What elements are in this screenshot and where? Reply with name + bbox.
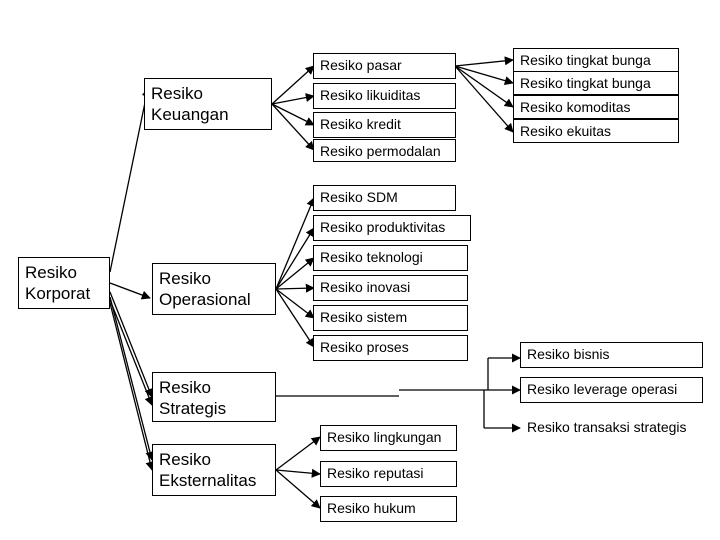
node-resiko-operasional: Resiko Operasional (152, 263, 276, 315)
node-resiko-produktivitas: Resiko produktivitas (313, 215, 471, 241)
arrow-root-keuangan (109, 87, 151, 273)
node-resiko-likuiditas: Resiko likuiditas (313, 83, 456, 109)
node-resiko-eksternalitas: Resiko Eksternalitas (152, 444, 276, 496)
node-resiko-lingkungan: Resiko lingkungan (320, 425, 457, 451)
node-resiko-korporat: Resiko Korporat (18, 257, 110, 309)
node-resiko-leverage-operasi: Resiko leverage operasi (520, 377, 703, 403)
node-resiko-hukum: Resiko hukum (320, 496, 457, 522)
arrow-root-operasional (109, 282, 151, 300)
node-resiko-kredit: Resiko kredit (313, 112, 456, 138)
node-resiko-tingkat-bunga-2: Resiko tingkat bunga (513, 71, 679, 95)
node-resiko-inovasi: Resiko inovasi (313, 275, 468, 301)
arrow-root-eksternalitas-2 (109, 302, 155, 471)
node-resiko-ekuitas: Resiko ekuitas (513, 119, 679, 143)
node-resiko-teknologi: Resiko teknologi (313, 245, 468, 271)
node-resiko-sistem: Resiko sistem (313, 305, 468, 331)
node-resiko-reputasi: Resiko reputasi (320, 461, 457, 487)
node-resiko-proses: Resiko proses (313, 335, 468, 361)
node-resiko-bisnis: Resiko bisnis (520, 342, 703, 368)
node-resiko-keuangan: Resiko Keuangan (144, 78, 272, 130)
node-resiko-transaksi-strategis: Resiko transaksi strategis (527, 419, 687, 435)
arrow-root-strategis-2 (109, 299, 154, 406)
node-resiko-sdm: Resiko SDM (313, 185, 456, 211)
node-resiko-pasar: Resiko pasar (313, 53, 456, 79)
arrow-root-eksternalitas (109, 296, 155, 461)
arrow-root-strategis (109, 291, 154, 398)
node-resiko-tingkat-bunga: Resiko tingkat bunga (513, 48, 679, 72)
node-resiko-strategis: Resiko Strategis (152, 372, 276, 422)
node-resiko-permodalan: Resiko permodalan (313, 139, 456, 162)
node-resiko-komoditas: Resiko komoditas (513, 95, 679, 119)
